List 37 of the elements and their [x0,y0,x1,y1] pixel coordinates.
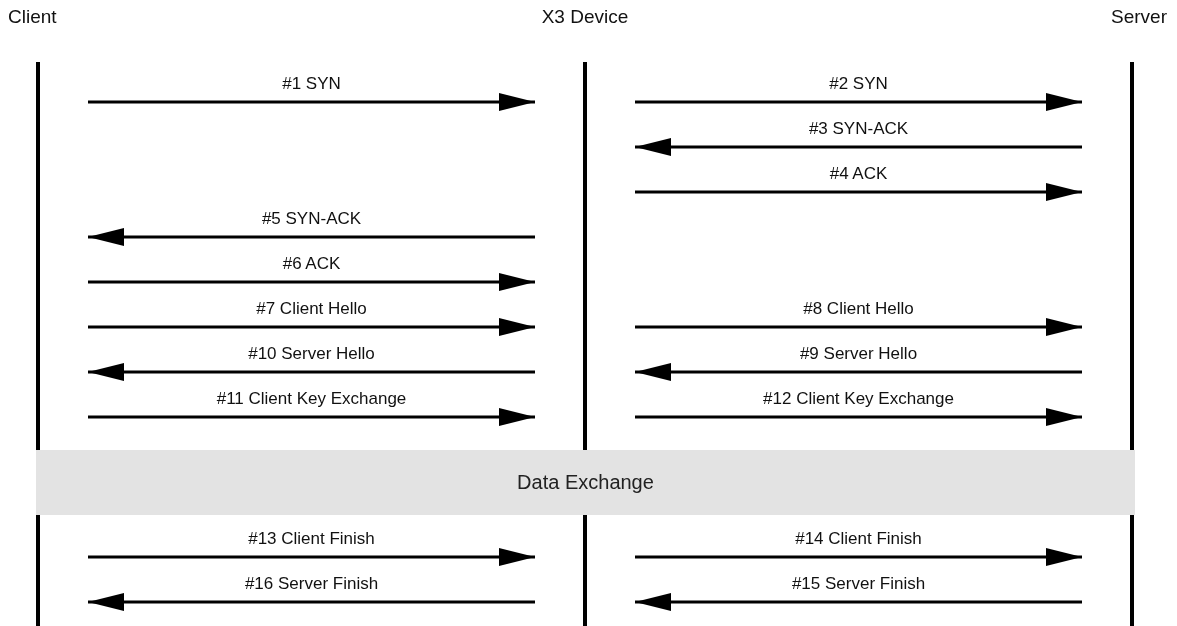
arrow [88,273,535,291]
arrow [635,363,1082,381]
edge-label: #1 SYN [282,74,341,94]
arrow [88,363,535,381]
arrow [635,408,1082,426]
edge-label: #3 SYN-ACK [808,119,909,139]
edge-label: #5 SYN-ACK [261,209,362,229]
edge-label: #10 Server Hello [248,344,375,364]
edge-label: #8 Client Hello [803,299,914,319]
edge-label: #2 SYN [829,74,888,94]
arrow [88,408,535,426]
edge-label: #14 Client Finish [795,529,922,549]
arrow [635,593,1082,611]
phase-band [36,450,1135,515]
arrow [88,548,535,566]
arrow [635,183,1082,201]
arrow [635,138,1082,156]
participant-label: Server [1111,6,1167,28]
arrow [88,93,535,111]
edge-label: #13 Client Finish [248,529,375,549]
edge-label: #16 Server Finish [244,574,379,594]
arrow [635,548,1082,566]
edge-label: #9 Server Hello [799,344,918,364]
arrow [88,593,535,611]
participant-label: X3 Device [541,6,629,28]
edge-label: #12 Client Key Exchange [763,389,954,409]
edge-label: #11 Client Key Exchange [216,389,407,409]
edge-label: #4 ACK [829,164,888,184]
arrow [635,318,1082,336]
edge-label: #7 Client Hello [256,299,367,319]
arrow [635,93,1082,111]
band-label: Data Exchange [517,471,654,494]
arrow [88,318,535,336]
participant-label: Client [8,6,57,28]
edge-label: #15 Server Finish [791,574,926,594]
edge-label: #6 ACK [282,254,341,274]
arrow [88,228,535,246]
